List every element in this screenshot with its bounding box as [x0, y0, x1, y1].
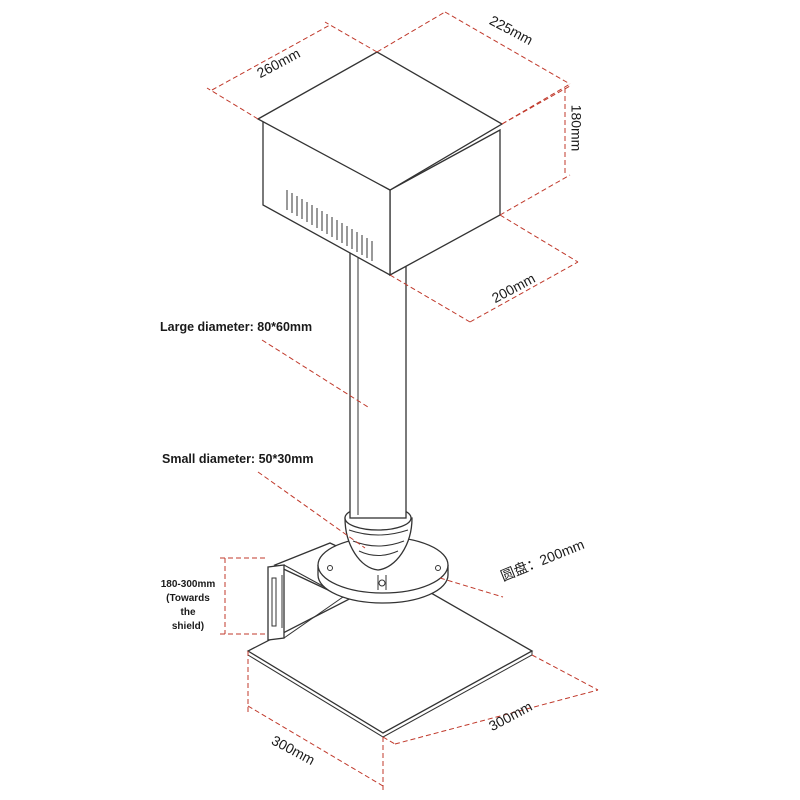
clamp-range-line-4: shield) [171, 621, 205, 632]
clamp-range-line-1: 180-300mm [160, 579, 216, 590]
pole [349, 249, 407, 519]
clamp-range-line-2: (Towards [166, 593, 210, 604]
control-box [256, 51, 504, 277]
dimension-lines [206, 11, 599, 790]
large-diameter-label: Large diameter: 80*60mm [160, 320, 313, 334]
vent-slots [286, 190, 373, 261]
clamp-range-line-3: the [180, 607, 196, 618]
clamp-range-label: 180-300mm (Towards the shield) [158, 578, 218, 634]
small-diameter-label: Small diameter: 50*30mm [162, 452, 314, 466]
dim-label-180: 180mm [568, 104, 585, 152]
